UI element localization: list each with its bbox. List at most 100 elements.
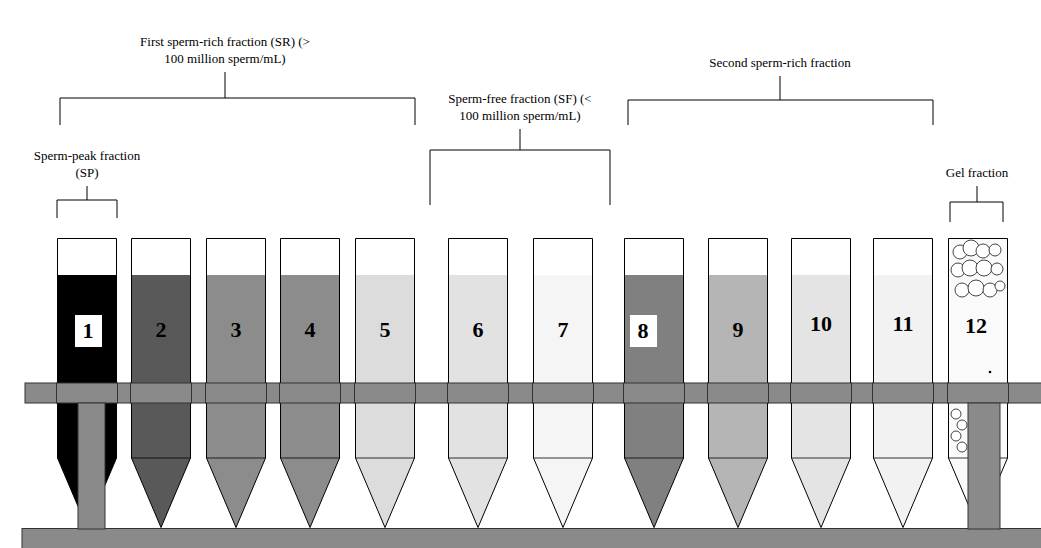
gel-clump — [968, 280, 984, 296]
gel-clump — [951, 409, 961, 419]
test-tube: 7 — [533, 238, 593, 528]
gel-clump — [995, 281, 1005, 291]
bracket-line — [950, 186, 1003, 222]
tube-cap — [874, 239, 933, 528]
tube-number: 7 — [558, 318, 569, 342]
tube-liquid — [625, 275, 684, 528]
tube-drawing — [448, 238, 508, 528]
tube-drawing — [948, 238, 1008, 528]
rack-bar — [57, 383, 118, 403]
tube-liquid — [281, 275, 340, 528]
rack-bar — [131, 383, 192, 403]
tube-number: 5 — [380, 318, 391, 342]
tube-number: 1 — [75, 315, 102, 347]
tube-outline — [874, 239, 933, 528]
tube-cone-edge — [709, 458, 768, 459]
tube-cone-edge — [281, 458, 340, 459]
tube-number: 9 — [733, 318, 744, 342]
tube-liquid — [132, 275, 191, 528]
tube-outline — [281, 239, 340, 528]
tube-outline — [625, 239, 684, 528]
tube-outline — [792, 239, 851, 528]
tube-cone-edge — [207, 458, 266, 459]
tube-liquid — [207, 275, 266, 528]
tube-drawing — [280, 238, 340, 528]
tube-liquid — [792, 275, 851, 528]
bracket-line — [430, 129, 610, 205]
rack-bar — [791, 383, 852, 403]
tube-cap — [281, 239, 340, 528]
tube-number: 11 — [893, 312, 914, 336]
tube-cone-edge — [625, 458, 684, 459]
tube-outline — [207, 239, 266, 528]
tube-cap — [207, 239, 266, 528]
rack-bar — [708, 383, 769, 403]
test-tube: 3 — [206, 238, 266, 528]
tube-cone-edge — [534, 458, 593, 459]
rack-bar — [280, 383, 341, 403]
gel-clump — [957, 420, 967, 430]
tube-number: 2 — [156, 318, 167, 342]
tube-cap — [132, 239, 191, 528]
test-tube: 8 — [624, 238, 684, 528]
tube-drawing — [624, 238, 684, 528]
tube-drawing — [131, 238, 191, 528]
test-tube: 2 — [131, 238, 191, 528]
test-tube: 12 — [948, 238, 1008, 528]
tube-drawing — [533, 238, 593, 528]
tube-drawing — [57, 238, 117, 528]
bracket-line — [628, 76, 933, 125]
tube-liquid — [534, 275, 593, 528]
tube-outline — [356, 239, 415, 528]
tube-liquid — [709, 275, 768, 528]
rack-support — [968, 403, 1000, 529]
tube-cap — [625, 239, 684, 528]
tube-number: 10 — [810, 312, 832, 336]
tube-number: 8 — [630, 315, 657, 347]
tube-cap — [449, 239, 508, 528]
gel-clump — [951, 431, 961, 441]
tube-outline — [132, 239, 191, 528]
fraction-label: Sperm-free fraction (SF) (< 100 million … — [438, 91, 603, 125]
tube-cap — [356, 239, 415, 528]
bracket-line — [57, 186, 117, 218]
gel-clump — [976, 244, 990, 258]
rack-bar — [206, 383, 267, 403]
fraction-label: First sperm-rich fraction (SR) (> 100 mi… — [138, 34, 313, 68]
tube-cap — [709, 239, 768, 528]
tube-outline — [534, 239, 593, 528]
gel-dot — [989, 371, 992, 374]
rack-bar — [25, 383, 1041, 403]
test-tube: 1 — [57, 238, 117, 528]
bracket-line — [60, 72, 415, 125]
tube-outline — [449, 239, 508, 528]
gel-clump — [976, 260, 992, 276]
tube-number: 3 — [231, 318, 242, 342]
test-tube: 11 — [873, 238, 933, 528]
tube-liquid — [356, 275, 415, 528]
tube-cone-edge — [356, 458, 415, 459]
tube-drawing — [708, 238, 768, 528]
tube-cone-edge — [449, 458, 508, 459]
test-tube: 9 — [708, 238, 768, 528]
tube-cone-edge — [132, 458, 191, 459]
gel-clump — [989, 244, 1001, 256]
test-tube: 6 — [448, 238, 508, 528]
tube-cone-edge — [792, 458, 851, 459]
tube-number: 12 — [965, 314, 987, 338]
tube-cap — [792, 239, 851, 528]
test-tube: 5 — [355, 238, 415, 528]
fraction-label: Sperm-peak fraction (SP) — [22, 148, 152, 182]
rack-base — [22, 529, 1041, 548]
tube-liquid — [874, 275, 933, 528]
gel-clump — [957, 442, 967, 452]
test-tube: 4 — [280, 238, 340, 528]
rack-support — [78, 403, 105, 529]
test-tube: 10 — [791, 238, 851, 528]
fraction-label: Gel fraction — [932, 165, 1022, 182]
tube-number: 6 — [473, 318, 484, 342]
tube-cone-edge — [874, 458, 933, 459]
tube-drawing — [206, 238, 266, 528]
tube-liquid — [449, 275, 508, 528]
